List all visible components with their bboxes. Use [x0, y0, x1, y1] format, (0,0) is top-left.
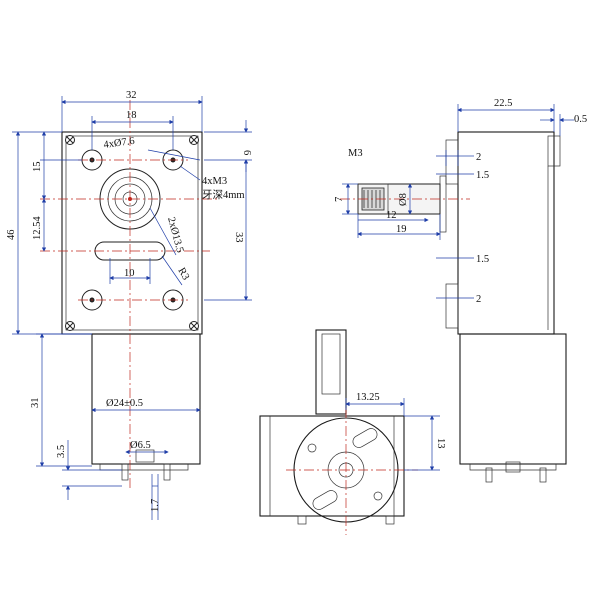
vent-slot	[352, 428, 378, 448]
label-slot-radius: R3	[175, 266, 191, 282]
side-view: 22.5 0.5 M3 7 Ø8 12 19 2 1.5 1.5	[334, 98, 587, 483]
corner-screw-icon	[65, 135, 199, 331]
dim-shaft-length-long: 19	[396, 224, 407, 235]
gearbox-end	[259, 415, 405, 517]
dim-end-height: 13	[435, 438, 446, 449]
label-thread-depth: 牙深4mm	[202, 189, 245, 201]
terminal-icon	[121, 449, 171, 481]
dim-step-top-b: 1.5	[476, 170, 489, 181]
dim-terminal-width: Ø6.5	[130, 440, 151, 451]
dim-upper-hole-to-shaft: 15	[32, 162, 43, 173]
dim-shaft-diameter: Ø8	[398, 193, 409, 206]
dim-step-top-a: 2	[476, 152, 481, 163]
label-mount-holes: 4xØ7.6	[103, 136, 135, 151]
dim-edge-offset: 0.5	[574, 114, 587, 125]
dim-shaft-length-short: 12	[386, 210, 397, 221]
front-view: 32 18 4xØ7.6 4xM3 牙深4mm 6 33 46 15 12.54	[6, 90, 252, 520]
dim-terminal-thickness: 1.7	[150, 499, 161, 512]
motor-body	[91, 333, 201, 465]
bottom-view: 13.25 13	[259, 329, 446, 535]
dim-top-offset: 6	[241, 150, 252, 155]
dim-width-total: 32	[126, 90, 137, 101]
boss-top	[445, 139, 459, 185]
vent-slot	[312, 490, 338, 510]
dim-height-total: 46	[6, 230, 17, 241]
dim-motor-diameter: Ø24±0.5	[106, 398, 143, 409]
dim-hole-pitch-vertical: 33	[233, 232, 244, 243]
dim-step-bottom-a: 1.5	[476, 254, 489, 265]
shaft-stub	[315, 329, 347, 415]
motor-side	[459, 333, 567, 465]
label-screw-callout: 4xM3	[202, 176, 227, 187]
label-shaft-boss: 2xØ13.5	[165, 216, 185, 254]
dim-hole-spacing: 18	[126, 110, 137, 121]
dim-body-depth: 22.5	[494, 98, 512, 109]
dim-step-bottom-b: 2	[476, 294, 481, 305]
dim-shaft-flat: 7	[334, 197, 345, 202]
gearbox-side	[457, 131, 555, 335]
dim-motor-length: 31	[30, 398, 41, 409]
dim-end-width: 13.25	[356, 392, 380, 403]
gearbox-inner	[65, 135, 199, 331]
dim-shaft-to-slot: 12.54	[32, 216, 43, 240]
label-thread: M3	[348, 148, 363, 159]
dim-slot-width: 10	[124, 268, 135, 279]
boss-bottom	[445, 283, 459, 329]
dim-terminal-height: 3.5	[56, 445, 67, 458]
